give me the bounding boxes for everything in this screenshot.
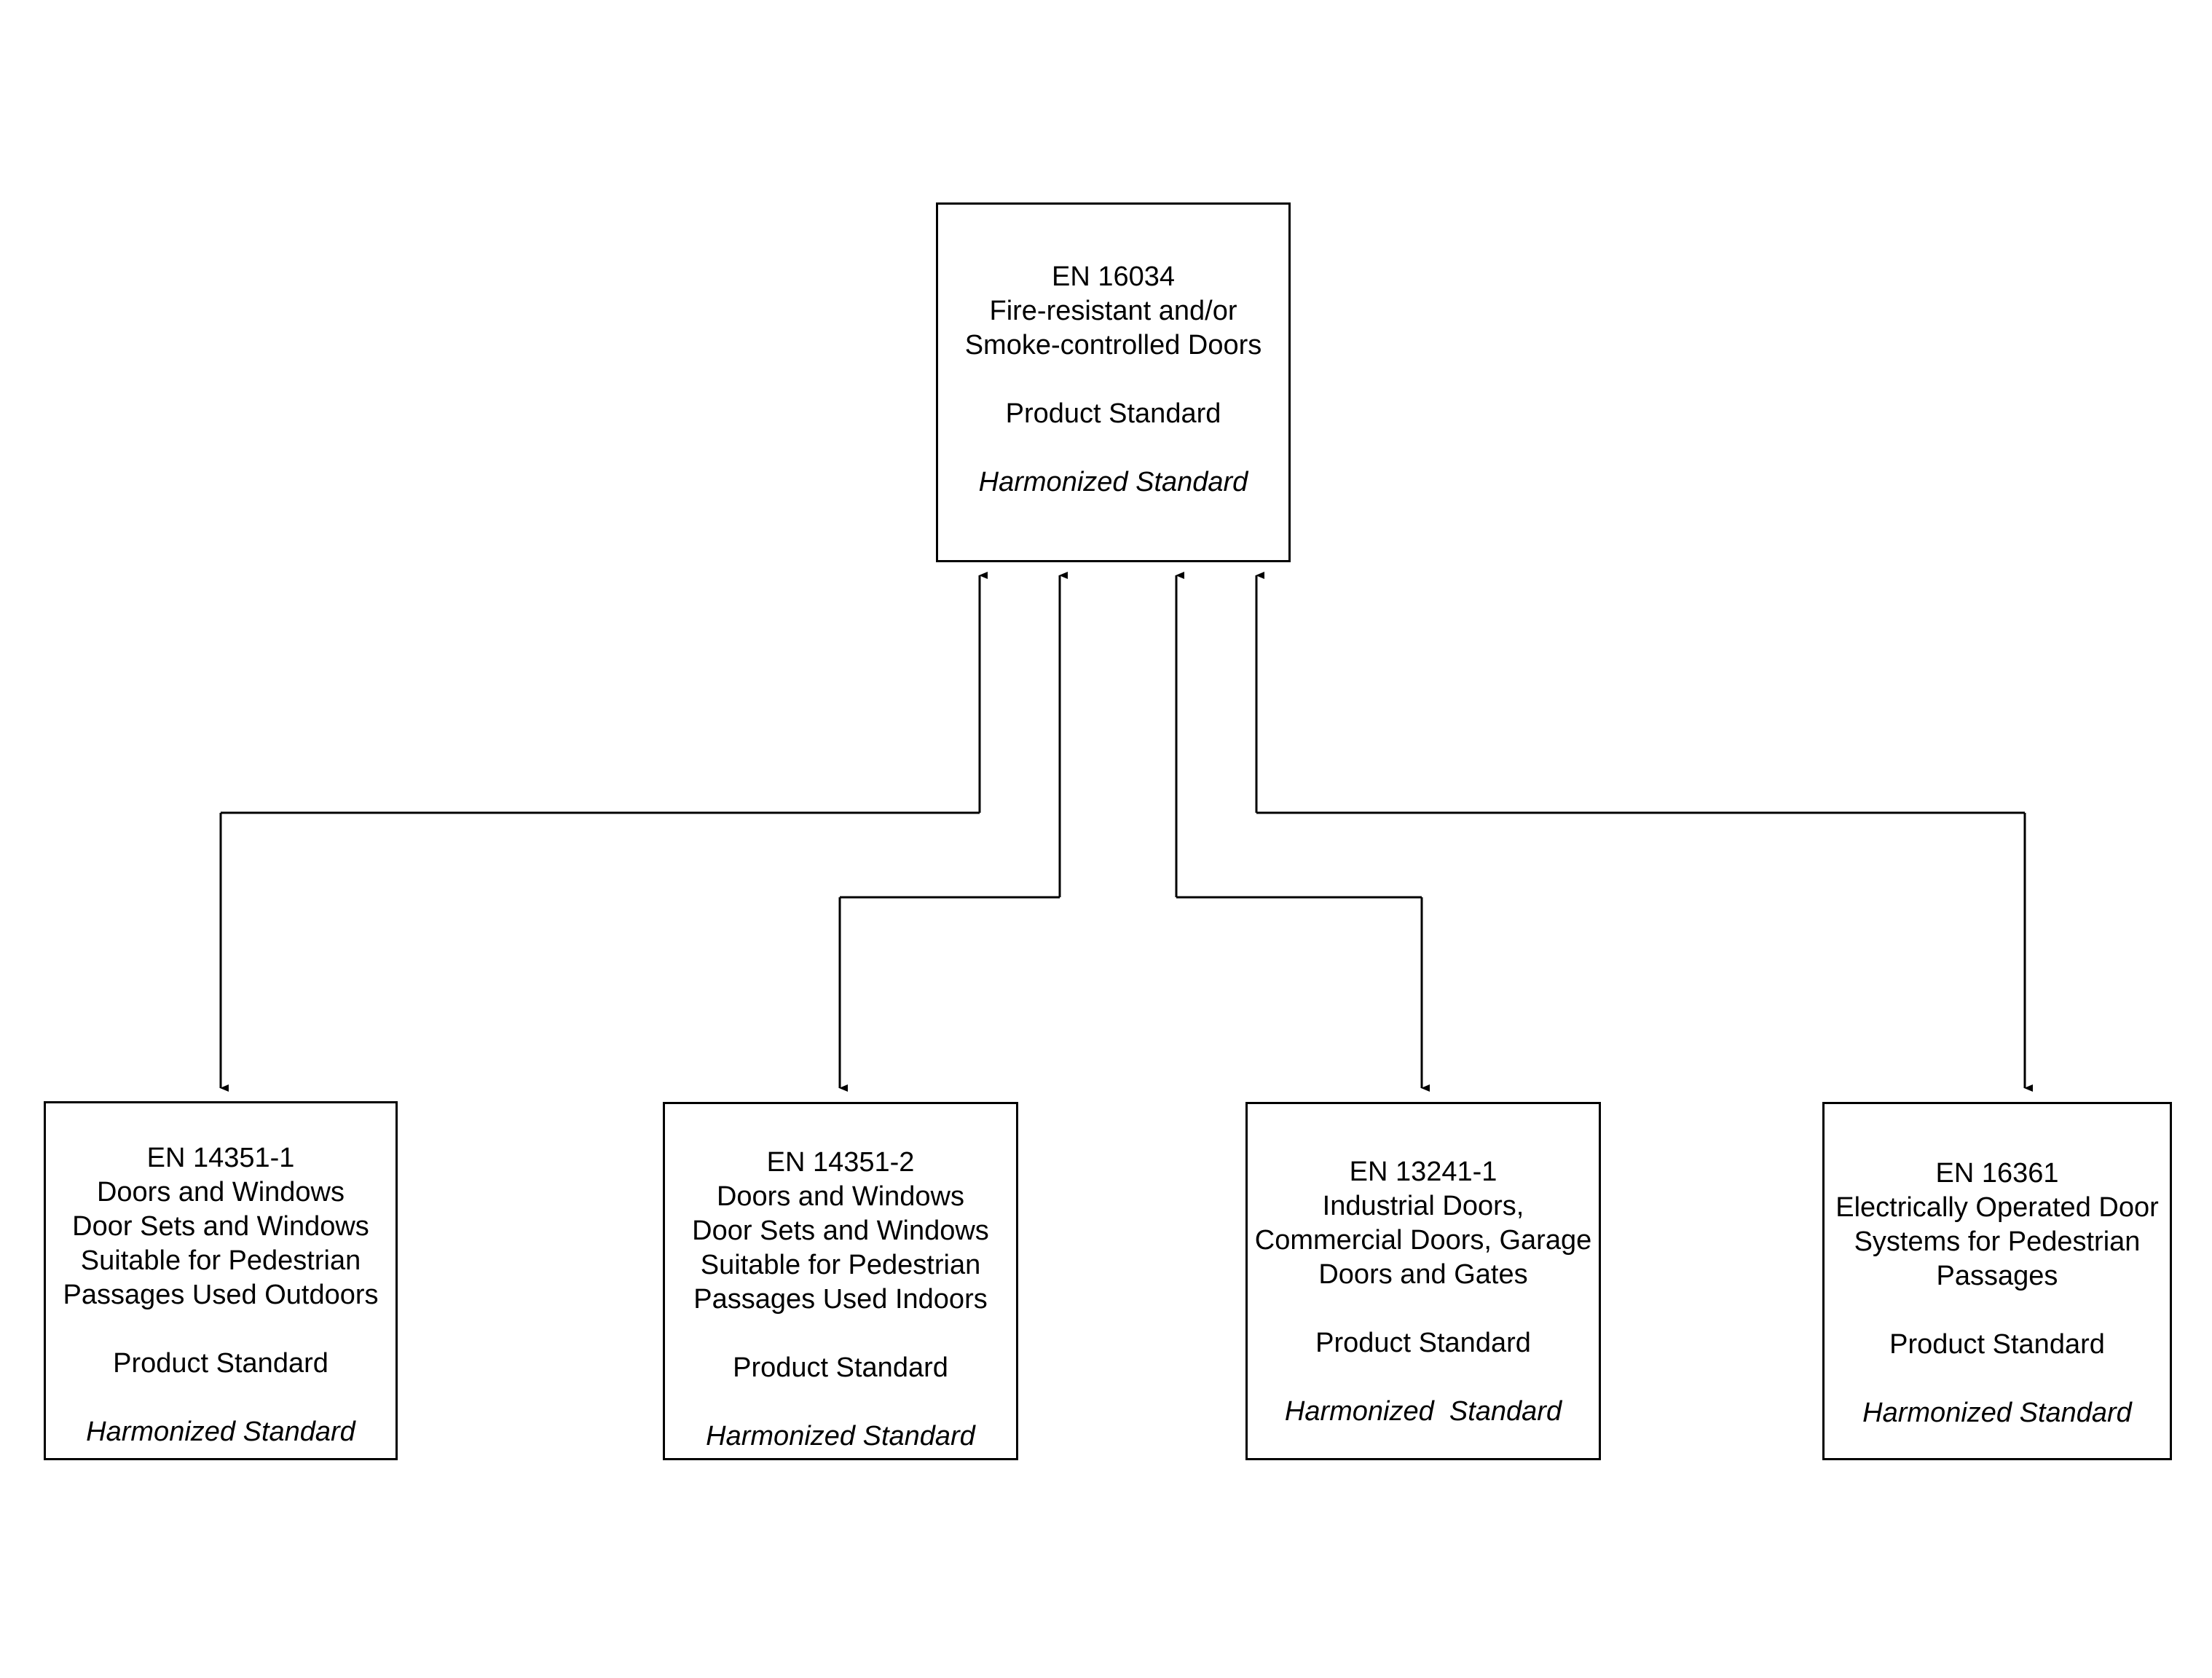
node-en14351-1-desc-line-1: Doors and Windows <box>96 1177 345 1208</box>
node-en16034-kind: Product Standard <box>1005 398 1221 429</box>
node-en13241-1-desc-line-1: Industrial Doors, <box>1322 1191 1524 1221</box>
node-en14351-2-harmonized: Harmonized Standard <box>706 1421 975 1451</box>
node-en16361-desc-line-2: Systems for Pedestrian <box>1854 1226 2141 1257</box>
edge-en14351-2 <box>838 572 1068 1092</box>
node-en14351-1-desc-line-2: Door Sets and Windows <box>72 1211 369 1242</box>
edge-en16361 <box>1255 572 2033 1092</box>
node-en13241-1-kind: Product Standard <box>1315 1328 1531 1358</box>
node-en16361-heading: EN 16361 Electrically Operated Door Syst… <box>1825 1157 2170 1293</box>
node-en14351-2-desc-line-4: Passages Used Indoors <box>693 1284 988 1315</box>
node-en16361-desc-line-3: Passages <box>1936 1261 2058 1291</box>
node-en14351-1[interactable]: EN 14351-1 Doors and Windows Door Sets a… <box>44 1101 398 1460</box>
node-en14351-2-desc-line-2: Door Sets and Windows <box>692 1216 989 1246</box>
node-en13241-1-heading: EN 13241-1 Industrial Doors, Commercial … <box>1248 1155 1599 1292</box>
node-en13241-1-desc-line-3: Doors and Gates <box>1318 1259 1528 1290</box>
node-en16034-heading: EN 16034 Fire-resistant and/or Smoke-con… <box>938 260 1288 363</box>
node-en13241-1-desc-line-2: Commercial Doors, Garage <box>1254 1225 1592 1256</box>
edge-en13241-1 <box>1175 572 1430 1092</box>
node-en16034-code: EN 16034 <box>1051 261 1175 292</box>
node-en14351-2[interactable]: EN 14351-2 Doors and Windows Door Sets a… <box>663 1102 1018 1460</box>
node-en14351-2-desc-line-3: Suitable for Pedestrian <box>700 1250 981 1280</box>
node-en16361-desc-line-1: Electrically Operated Door <box>1835 1192 2159 1223</box>
node-en16361[interactable]: EN 16361 Electrically Operated Door Syst… <box>1822 1102 2172 1460</box>
node-en14351-1-kind: Product Standard <box>113 1348 328 1379</box>
node-en16034-desc-line-2: Smoke-controlled Doors <box>964 330 1262 361</box>
node-en16361-code: EN 16361 <box>1935 1158 2059 1189</box>
node-en16361-kind: Product Standard <box>1889 1329 2105 1360</box>
node-en16361-harmonized: Harmonized Standard <box>1862 1398 2132 1428</box>
node-en16034[interactable]: EN 16034 Fire-resistant and/or Smoke-con… <box>936 202 1291 562</box>
node-en14351-1-desc-line-4: Passages Used Outdoors <box>63 1280 379 1310</box>
node-en14351-2-code: EN 14351-2 <box>766 1147 915 1178</box>
node-en14351-2-desc-line-1: Doors and Windows <box>716 1181 965 1212</box>
node-en13241-1-harmonized: Harmonized Standard <box>1284 1396 1562 1427</box>
node-en16034-harmonized: Harmonized Standard <box>978 467 1248 497</box>
node-en14351-1-code: EN 14351-1 <box>146 1143 295 1173</box>
node-en13241-1-code: EN 13241-1 <box>1349 1157 1497 1187</box>
node-en13241-1[interactable]: EN 13241-1 Industrial Doors, Commercial … <box>1245 1102 1601 1460</box>
node-en16034-desc-line-1: Fire-resistant and/or <box>989 296 1237 326</box>
node-en14351-2-kind: Product Standard <box>733 1352 948 1383</box>
node-en14351-1-desc-line-3: Suitable for Pedestrian <box>80 1245 361 1276</box>
node-en14351-1-heading: EN 14351-1 Doors and Windows Door Sets a… <box>46 1141 395 1312</box>
edge-en14351-1 <box>219 572 988 1092</box>
node-en14351-1-harmonized: Harmonized Standard <box>86 1417 355 1447</box>
node-en14351-2-heading: EN 14351-2 Doors and Windows Door Sets a… <box>665 1146 1016 1317</box>
